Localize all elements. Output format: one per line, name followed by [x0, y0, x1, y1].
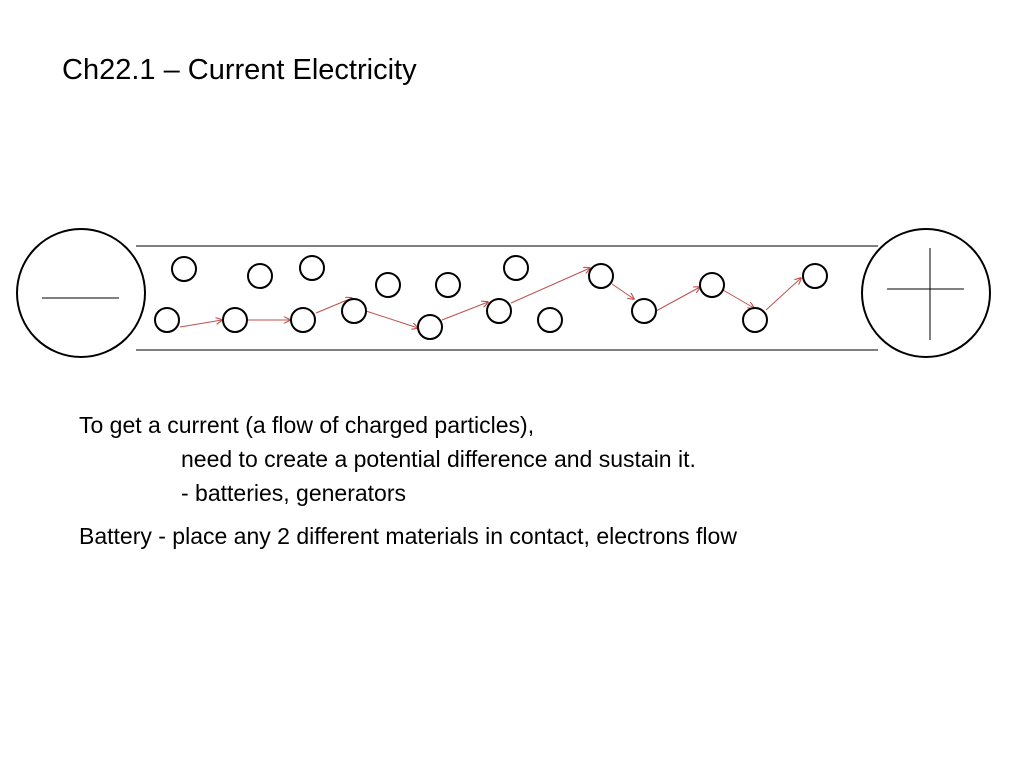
- page-title: Ch22.1 – Current Electricity: [62, 54, 417, 86]
- particle: [290, 307, 316, 333]
- particle: [299, 255, 325, 281]
- particle: [171, 256, 197, 282]
- particle: [375, 272, 401, 298]
- positive-terminal: [861, 228, 991, 358]
- path-arrow: [765, 278, 801, 311]
- particle: [802, 263, 828, 289]
- body-line-sources: - batteries, generators: [181, 480, 407, 506]
- particle: [503, 255, 529, 281]
- particle: [222, 307, 248, 333]
- path-arrow: [179, 320, 222, 328]
- charged-particles: [154, 255, 828, 340]
- particle: [341, 298, 367, 324]
- particle: [154, 307, 180, 333]
- particle: [699, 272, 725, 298]
- particle: [588, 263, 614, 289]
- particle: [486, 298, 512, 324]
- path-arrow: [611, 283, 634, 299]
- path-arrow: [365, 310, 418, 328]
- plus-icon: [887, 248, 964, 340]
- body-line-potential-difference: need to create a potential difference an…: [181, 446, 696, 472]
- body-text: To get a current (a flow of charged part…: [79, 408, 737, 553]
- body-line-battery: Battery - place any 2 different material…: [79, 523, 737, 549]
- body-line-current-definition: To get a current (a flow of charged part…: [79, 412, 535, 438]
- particle: [435, 272, 461, 298]
- path-arrow: [315, 298, 352, 314]
- negative-terminal: [16, 228, 146, 358]
- path-arrow: [722, 289, 754, 308]
- particle: [537, 307, 563, 333]
- particle: [631, 298, 657, 324]
- electron-path: [179, 268, 801, 328]
- path-arrow: [441, 302, 488, 321]
- particle: [417, 314, 443, 340]
- particle: [247, 263, 273, 289]
- path-arrow: [510, 268, 590, 304]
- path-arrow: [655, 287, 700, 312]
- particle: [742, 307, 768, 333]
